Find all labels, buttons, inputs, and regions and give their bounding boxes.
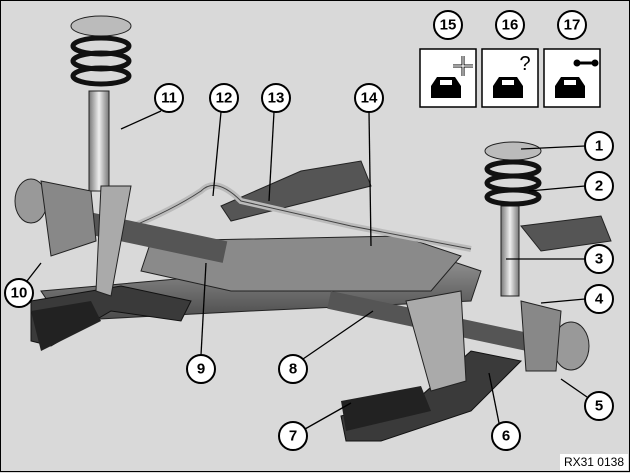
- strut-right: [484, 141, 542, 297]
- svg-text:6: 6: [502, 428, 510, 445]
- callout-11: 11: [154, 83, 184, 113]
- callout-4: 4: [584, 284, 614, 314]
- strut-left: [70, 15, 132, 192]
- svg-text:17: 17: [564, 17, 581, 34]
- callout-12: 12: [209, 83, 239, 113]
- svg-text:7: 7: [289, 428, 297, 445]
- callout-5: 5: [584, 391, 614, 421]
- svg-text:4: 4: [595, 291, 604, 308]
- callout-17: 17: [557, 10, 587, 40]
- svg-text:?: ?: [519, 53, 530, 75]
- svg-text:12: 12: [216, 90, 233, 107]
- callout-1: 1: [584, 131, 614, 161]
- svg-text:2: 2: [595, 178, 603, 195]
- callout-3: 3: [584, 244, 614, 274]
- svg-text:15: 15: [440, 17, 457, 34]
- svg-text:13: 13: [268, 90, 285, 107]
- svg-text:1: 1: [595, 138, 603, 155]
- svg-text:14: 14: [361, 90, 378, 107]
- svg-text:9: 9: [197, 361, 205, 378]
- callout-9: 9: [186, 354, 216, 384]
- car-wrench-icon: [543, 48, 601, 108]
- svg-text:10: 10: [11, 285, 28, 302]
- callout-10: 10: [4, 278, 34, 308]
- callout-15: 15: [433, 10, 463, 40]
- car-move-icon: [419, 48, 477, 108]
- leader-lines: [26, 110, 588, 430]
- callout-16: 16: [495, 10, 525, 40]
- svg-text:16: 16: [502, 17, 519, 34]
- svg-text:3: 3: [595, 251, 603, 268]
- callout-6: 6: [491, 421, 521, 451]
- svg-text:5: 5: [595, 398, 603, 415]
- callout-7: 7: [278, 421, 308, 451]
- car-question-icon: ?: [481, 48, 539, 108]
- callout-8: 8: [278, 354, 308, 384]
- callout-2: 2: [584, 171, 614, 201]
- callout-14: 14: [354, 83, 384, 113]
- svg-text:11: 11: [161, 90, 177, 107]
- callout-13: 13: [261, 83, 291, 113]
- reference-number: RX31 0138: [559, 454, 628, 470]
- svg-text:8: 8: [289, 361, 297, 378]
